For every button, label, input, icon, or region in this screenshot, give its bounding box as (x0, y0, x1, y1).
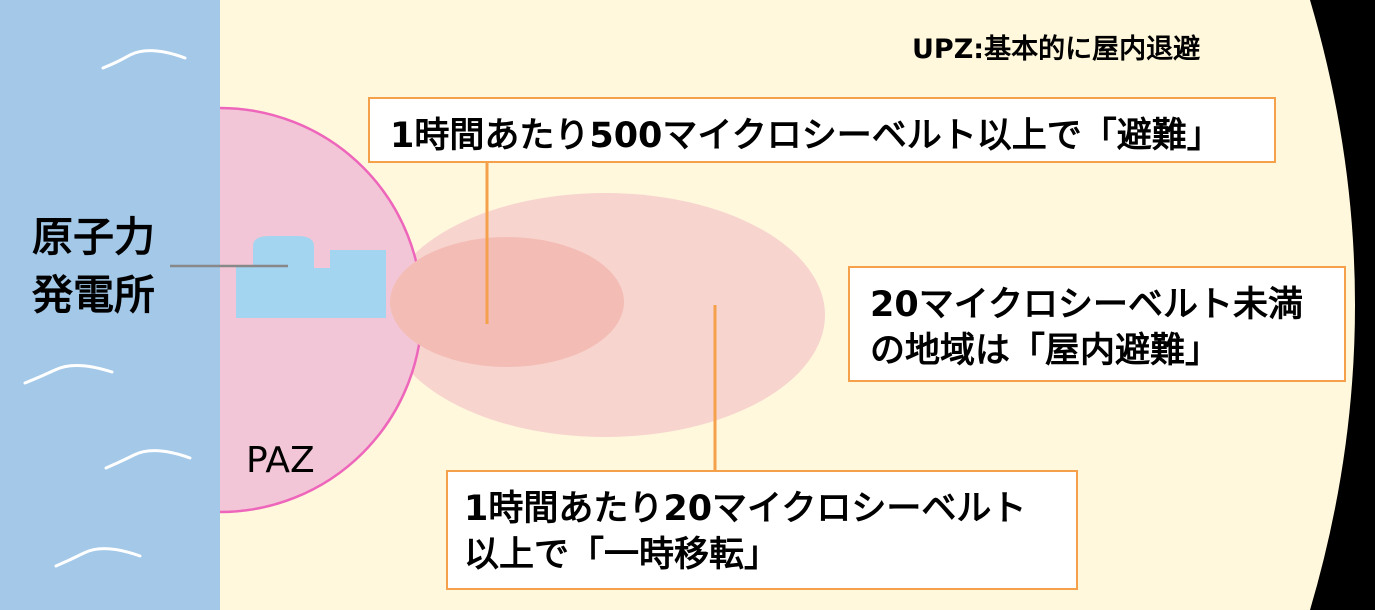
below-20-callout: 20マイクロシーベルト未満 の地域は「屋内避難」 (848, 266, 1346, 382)
evacuate-500-callout: 1時間あたり500マイクロシーベルト以上で「避難」 (368, 97, 1276, 163)
wave-icon (104, 449, 192, 470)
wave-icon (54, 547, 142, 568)
inner-plume-zone (390, 237, 624, 367)
sea-area (0, 0, 220, 610)
wave-icon (23, 364, 114, 385)
evacuate-500-text: 1時間あたり500マイクロシーベルト以上で「避難」 (390, 116, 1222, 156)
relocate-20-line2: 以上で「一時移転」 (464, 535, 780, 575)
plant-label-line1: 原子力 (32, 213, 155, 261)
plant-label: 原子力 発電所 (32, 208, 155, 324)
relocate-20-callout: 1時間あたり20マイクロシーベルト 以上で「一時移転」 (446, 470, 1078, 590)
wave-icon (101, 49, 187, 70)
below-20-line2: の地域は「屋内避難」 (870, 331, 1221, 371)
plant-label-line2: 発電所 (32, 271, 155, 319)
upz-label: UPZ:基本的に屋内退避 (912, 34, 1201, 65)
below-20-line1: 20マイクロシーベルト未満 (870, 285, 1304, 325)
paz-label: PAZ (246, 440, 315, 481)
power-plant-icon (236, 236, 386, 318)
relocate-20-line1: 1時間あたり20マイクロシーベルト (464, 489, 1027, 529)
